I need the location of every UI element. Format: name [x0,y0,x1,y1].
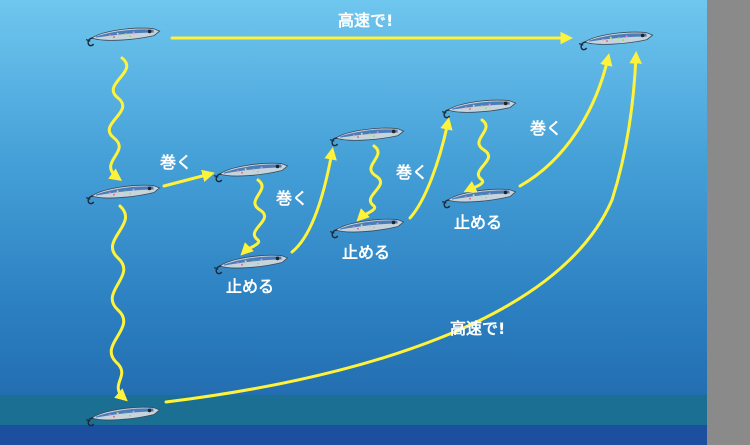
lure-icon [213,253,288,274]
lure-icon [85,183,160,204]
arrow-stop-fall-2 [360,146,381,218]
arrow-stop-fall-1 [244,180,265,252]
label-stop-1: 止める [226,277,274,296]
arrow-stop-fall-3 [468,120,489,190]
lure-icon [329,126,404,146]
arrow-fast-bottom [166,56,636,402]
arrow-reel-1 [164,174,210,186]
label-fast-bottom: 高速で! [450,319,505,338]
lure-icon [578,30,653,50]
lure-icon [85,405,160,426]
lure-icon [441,98,516,118]
lure-icon [213,161,288,182]
label-stop-2: 止める [342,243,390,262]
lure-icon [329,217,404,238]
label-reel-3: 巻く [395,163,428,182]
arrow-fall-1 [109,58,127,178]
label-reel-2: 巻く [275,189,308,208]
lure-icon [85,26,160,46]
label-stop-3: 止める [454,213,502,232]
label-fast-top: 高速で! [338,11,393,30]
label-reel-4: 巻く [529,119,562,138]
label-reel-1: 巻く [159,153,192,172]
lure-icon [441,187,516,208]
arrow-fall-2 [111,206,125,398]
